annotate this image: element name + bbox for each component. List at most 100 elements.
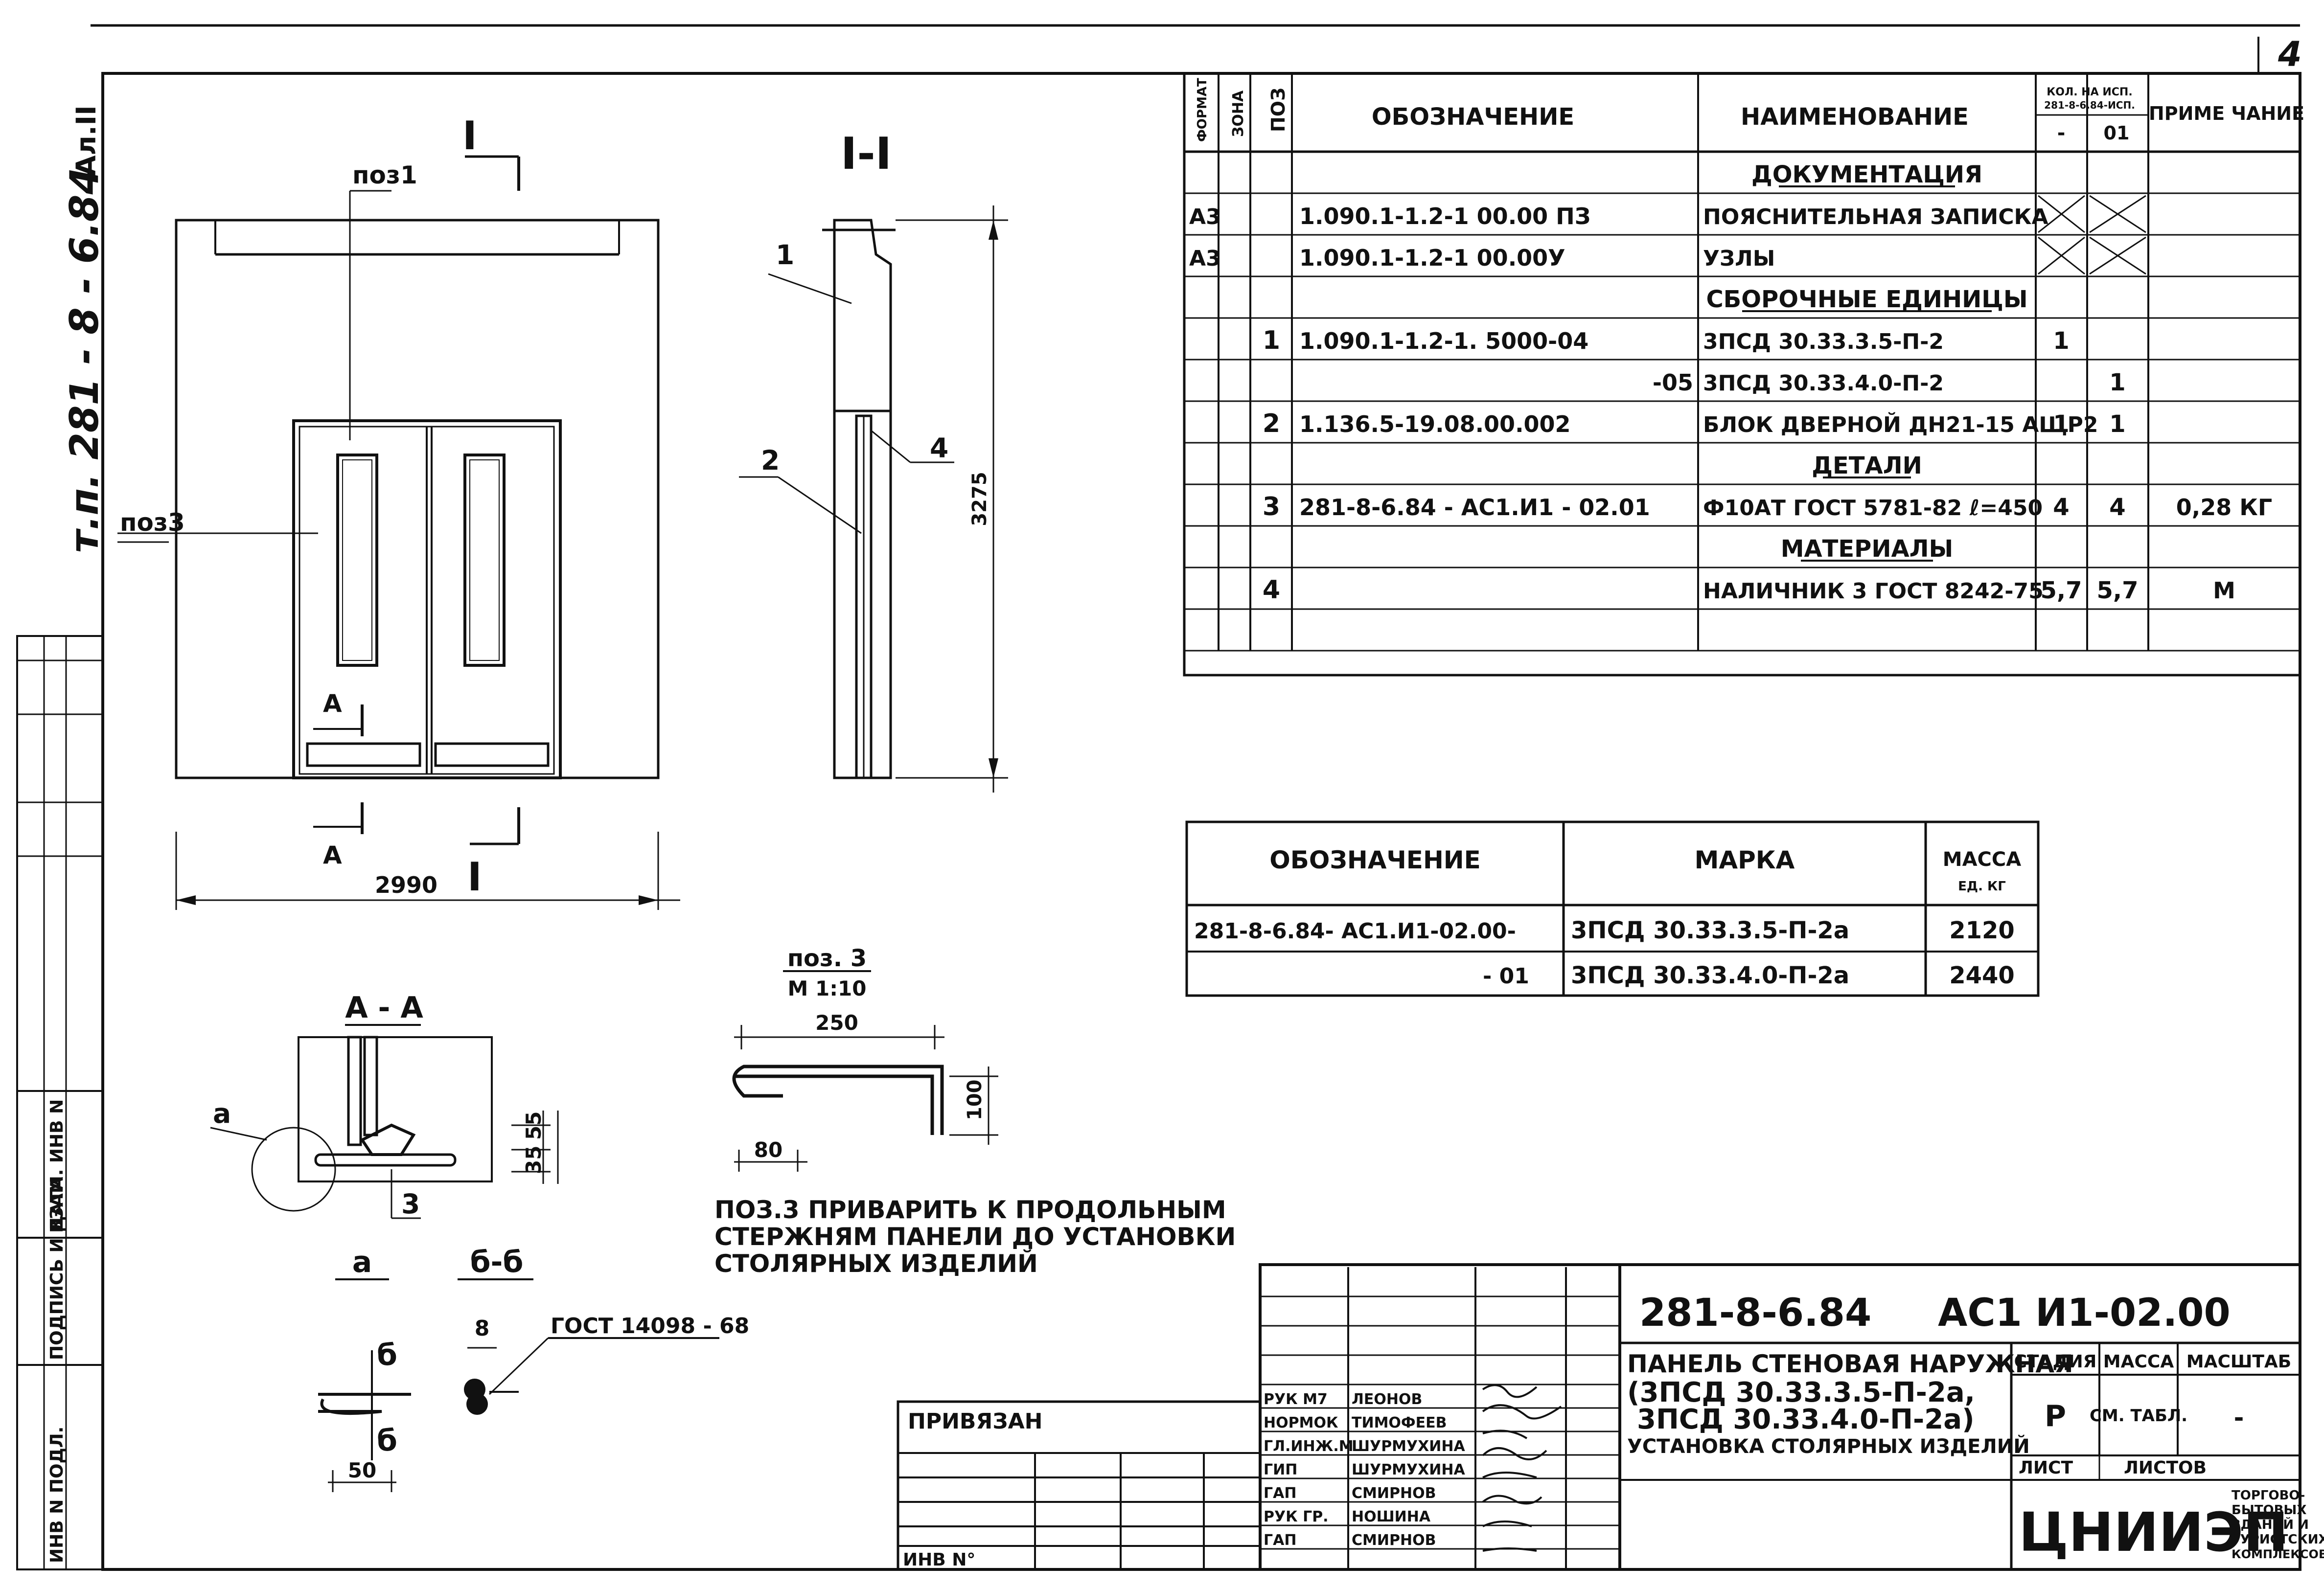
- detail-bb-title: б-б: [470, 1245, 524, 1279]
- spec-section-title: МАТЕРИАЛЫ: [1781, 535, 1954, 563]
- detail-a-title: а: [352, 1245, 372, 1279]
- spec-row-designation: -05: [1653, 369, 1693, 396]
- title-line-1: ПАНЕЛЬ СТЕНОВАЯ НАРУЖНАЯ: [1627, 1350, 2073, 1378]
- bound-label: ПРИВЯЗАН: [908, 1409, 1042, 1434]
- signer-name: ШУРМУХИНА: [1352, 1461, 1466, 1478]
- front-view: [117, 155, 680, 910]
- detail-aa-title: А - А: [345, 991, 423, 1025]
- detail-aa-dim-2: 55: [522, 1112, 546, 1140]
- detail-a-mark-top: б: [377, 1338, 397, 1372]
- pos3-dim-length: 250: [815, 1011, 858, 1035]
- detail-aa-dim-1: 35: [522, 1146, 546, 1174]
- spec-row-qty2: 5,7: [2096, 577, 2138, 604]
- side-stamp: т.п. 281 - 8 - 6.84 Ал.II ИНВ N ПОДЛ. ПО…: [16, 105, 107, 1570]
- mass-row-1-mass: 2120: [1949, 917, 2015, 944]
- mass-row-1-mark: 3ПСД 30.33.3.5-П-2а: [1571, 917, 1849, 944]
- detail-bb-gost: ГОСТ 14098 - 68: [551, 1314, 749, 1339]
- spec-row-qty1: 1: [2053, 410, 2069, 438]
- mass-row-2-mark: 3ПСД 30.33.4.0-П-2а: [1571, 962, 1849, 989]
- series-label: т.п. 281 - 8 - 6.84: [62, 167, 107, 553]
- title-line-3: 3ПСД 30.33.4.0-П-2а): [1637, 1404, 1975, 1435]
- section-title: I-I: [841, 128, 892, 180]
- signer-name: СМИРНОВ: [1352, 1532, 1436, 1549]
- mass-row-1-designation: 281-8-6.84- АС1.И1-02.00-: [1194, 919, 1516, 944]
- pos3-dim-hook: 80: [754, 1138, 782, 1162]
- stamp-vzam: ВЗАМ. ИНВ N: [47, 1099, 67, 1233]
- spec-row-name: 3ПСД 30.33.3.5-П-2: [1703, 329, 1944, 354]
- signer-name: НОШИНА: [1352, 1508, 1431, 1525]
- spec-cross-line: [2089, 195, 2146, 233]
- spec-row-designation: 1.090.1-1.2-1. 5000-04: [1299, 328, 1588, 354]
- height-dim: 3275: [968, 472, 991, 526]
- section-a-top: А: [323, 689, 342, 718]
- spec-header-zone: ЗОНА: [1230, 90, 1247, 137]
- signer-role: РУК М7: [1264, 1391, 1328, 1408]
- signer-role: НОРМОК: [1264, 1414, 1338, 1431]
- spec-row-designation: 281-8-6.84 - АС1.И1 - 02.01: [1299, 494, 1650, 521]
- detail-aa-callout-a: а: [213, 1098, 231, 1129]
- scale-label: МАСШТАБ: [2186, 1352, 2291, 1372]
- sheet-label: ЛИСТ: [2019, 1458, 2073, 1478]
- spec-row-qty1: 4: [2053, 494, 2069, 521]
- spec-row-name: 3ПСД 30.33.4.0-П-2: [1703, 371, 1944, 396]
- spec-row-format: А3: [1189, 246, 1221, 271]
- spec-row-pos: 3: [1263, 492, 1280, 522]
- stamp-inv: ИНВ N ПОДЛ.: [47, 1427, 67, 1563]
- detail-bb-dim: 8: [475, 1316, 490, 1341]
- section-a-bottom: А: [323, 841, 342, 869]
- spec-header-qty: КОЛ. НА ИСП.: [2047, 86, 2132, 98]
- section-mark-bottom: I: [467, 854, 482, 900]
- section-callout-4: 4: [930, 432, 948, 464]
- spec-row-pos: 2: [1263, 409, 1280, 438]
- mass-label: МАССА: [2103, 1352, 2174, 1372]
- spec-row-qty2: 1: [2109, 369, 2125, 396]
- spec-row-pos: 4: [1263, 575, 1280, 605]
- spec-cross-line: [2089, 236, 2146, 275]
- signer-name: ТИМОФЕЕВ: [1352, 1414, 1447, 1431]
- inv-label: ИНВ N°: [903, 1550, 975, 1570]
- mass-value: СМ. ТАБЛ.: [2090, 1406, 2187, 1426]
- section-callout-2: 2: [761, 445, 780, 476]
- spec-header-name: НАИМЕНОВАНИЕ: [1741, 103, 1969, 131]
- spec-row-name: Ф10АТ ГОСТ 5781-82 ℓ=450: [1703, 496, 2043, 521]
- spec-header-note: ПРИМЕ ЧАНИЕ: [2149, 103, 2304, 124]
- mass-header-mass: МАССА: [1943, 848, 2021, 871]
- spec-row-note: 0,28 КГ: [2176, 494, 2272, 521]
- org-sub-3: ЗДАНИЙ И: [2232, 1517, 2309, 1532]
- spec-header-qty-col1: -: [2057, 122, 2066, 144]
- signer-name: ШУРМУХИНА: [1352, 1438, 1466, 1455]
- spec-header-designation: ОБОЗНАЧЕНИЕ: [1372, 103, 1574, 131]
- org-name: ЦНИИЭП: [2019, 1501, 2288, 1564]
- signer-role: ГЛ.ИНЖ.М: [1264, 1438, 1354, 1455]
- spec-cross-line: [2038, 195, 2085, 233]
- title-block: [897, 1263, 2301, 1571]
- spec-header-pos: ПОЗ: [1267, 88, 1289, 132]
- spec-row-qty2: 1: [2109, 410, 2125, 438]
- section-callout-1: 1: [776, 239, 794, 271]
- spec-row-format: А3: [1189, 204, 1221, 229]
- org-sub-5: КОМПЛЕКСОВ: [2232, 1547, 2324, 1561]
- org-sub-1: ТОРГОВО-: [2232, 1488, 2305, 1503]
- section-view: [739, 205, 1008, 793]
- spec-row-designation: 1.090.1-1.2-1 00.00 ПЗ: [1299, 203, 1590, 229]
- note-line-2: СТЕРЖНЯМ ПАНЕЛИ ДО УСТАНОВКИ: [714, 1223, 1236, 1251]
- spec-section-title: ДЕТАЛИ: [1812, 452, 1922, 479]
- org-sub-4: ТУРИСТСКИХ: [2232, 1532, 2324, 1547]
- pos3-scale: М 1:10: [788, 976, 867, 1000]
- spec-row-qty1: 5,7: [2040, 577, 2082, 604]
- detail-bb: [458, 1278, 719, 1415]
- stage-label: СТАДИЯ: [2014, 1352, 2097, 1372]
- mass-header-unit: ЕД. КГ: [1958, 879, 2006, 894]
- mass-row-2-designation: - 01: [1483, 964, 1529, 989]
- sheet-number: 4: [2278, 34, 2302, 74]
- title-line-2: (3ПСД 30.33.3.5-П-2а,: [1627, 1377, 1975, 1408]
- mass-header-designation: ОБОЗНАЧЕНИЕ: [1269, 846, 1481, 874]
- spec-table: [1183, 72, 2301, 677]
- mass-row-2-mass: 2440: [1949, 962, 2015, 989]
- signer-role: ГАП: [1264, 1485, 1296, 1502]
- detail-aa-callout-3: 3: [401, 1188, 420, 1220]
- title-line-4: УСТАНОВКА СТОЛЯРНЫХ ИЗДЕЛИЙ: [1627, 1434, 2030, 1458]
- signer-role: ГАП: [1264, 1532, 1296, 1549]
- label-pos1: поз1: [352, 161, 417, 189]
- spec-section-title: СБОРОЧНЫЕ ЕДИНИЦЫ: [1706, 286, 2027, 313]
